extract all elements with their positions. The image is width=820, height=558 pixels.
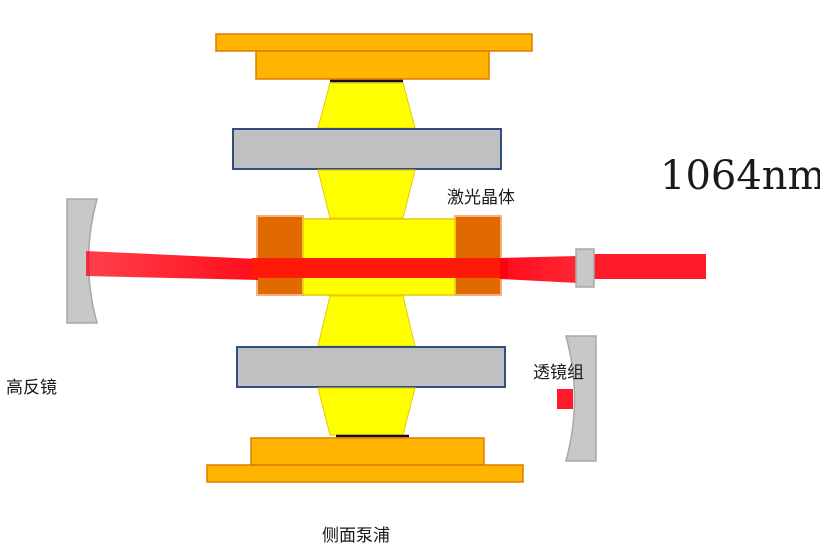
bottom-pump-plate-inner	[250, 437, 485, 466]
bottom-gray-block	[236, 346, 506, 388]
beam-output	[594, 254, 706, 279]
lens-group-label: 透镜组	[533, 363, 584, 383]
beam-right-section	[500, 256, 578, 283]
top-pump-plate-outer	[215, 33, 533, 52]
lens-group-beam-stub	[557, 389, 573, 409]
bottom-pump-light-lower	[317, 387, 416, 436]
bottom-pump-light-upper	[317, 295, 416, 347]
lens-group-mirror	[565, 335, 597, 462]
laser-crystal-label: 激光晶体	[447, 188, 515, 208]
bottom-pump-plate-outer	[206, 464, 524, 483]
top-pump-light-lower	[317, 169, 416, 219]
output-lens	[575, 248, 595, 288]
crystal-end-left	[256, 215, 304, 296]
beam-left-section	[86, 251, 258, 280]
top-pump-plate-inner	[255, 50, 490, 80]
crystal-end-right	[454, 215, 502, 296]
laser-crystal-body	[302, 218, 456, 296]
side-pump-label: 侧面泵浦	[322, 526, 390, 546]
top-gray-block	[232, 128, 502, 170]
top-pump-light-upper	[317, 82, 416, 129]
wavelength-label: 1064nm	[660, 153, 820, 199]
high-reflector-label: 高反镜	[6, 378, 57, 398]
beam-inside-crystal	[252, 258, 508, 278]
